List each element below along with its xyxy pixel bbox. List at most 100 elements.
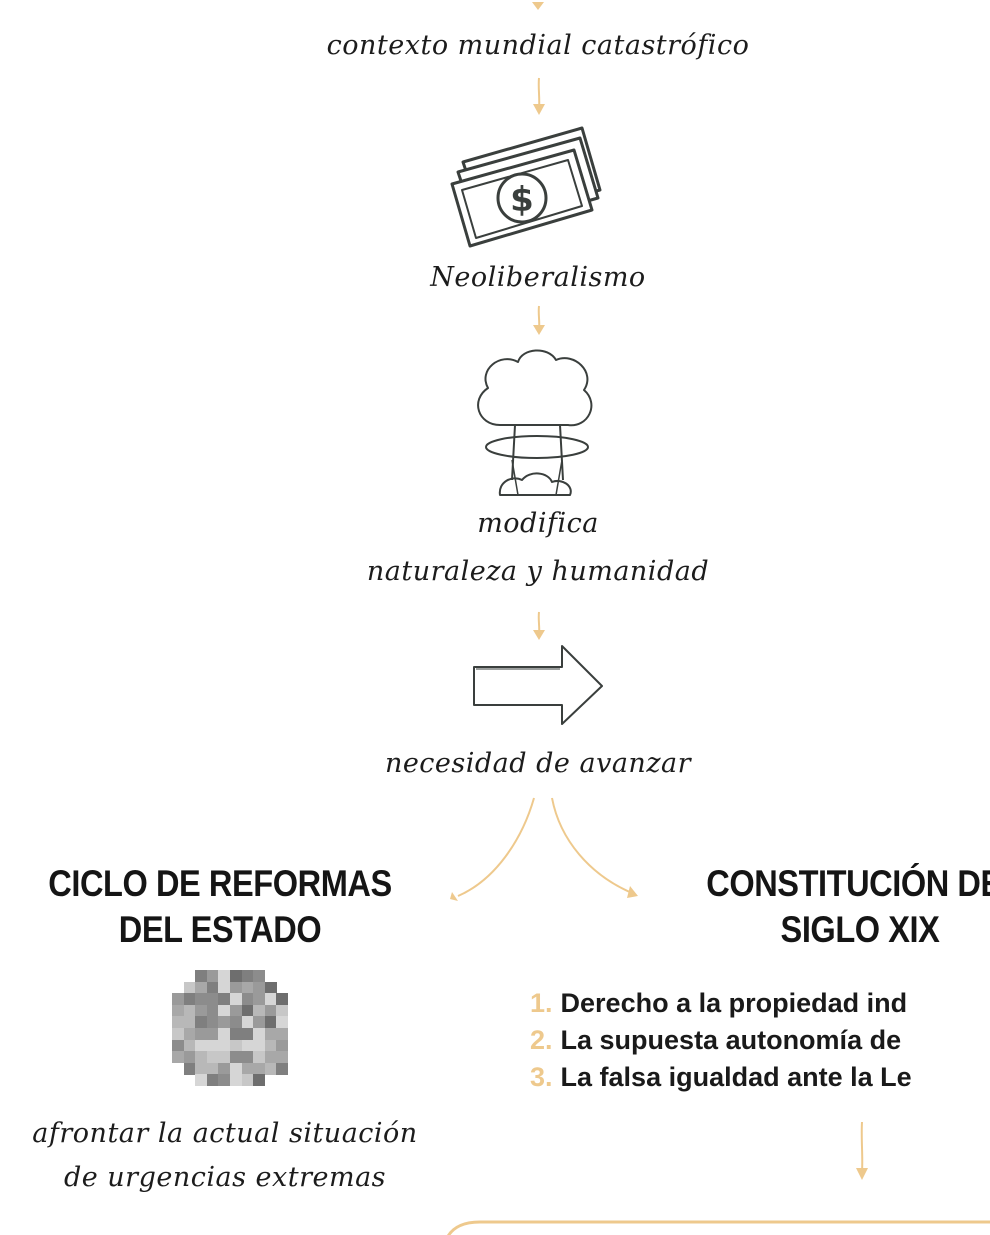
pixel-cell bbox=[230, 1039, 242, 1052]
pixel-cell bbox=[230, 993, 242, 1006]
pixel-cell bbox=[218, 993, 231, 1006]
pixel-cell bbox=[172, 1004, 184, 1017]
pixel-cell bbox=[206, 1074, 219, 1087]
pixel-cell bbox=[241, 970, 254, 982]
heading-ciclo-line1: CICLO DE REFORMAS bbox=[48, 863, 392, 904]
pixel-cell bbox=[230, 1004, 242, 1017]
pixel-cell bbox=[276, 1016, 289, 1029]
principle-item: 1.Derecho a la propiedad ind bbox=[530, 985, 912, 1022]
heading-constitucion-line2: SIGLO XIX bbox=[780, 909, 940, 950]
pixel-cell bbox=[241, 993, 254, 1006]
pixel-cell bbox=[183, 1062, 196, 1075]
pixel-cell bbox=[218, 1004, 231, 1017]
pixel-cell bbox=[253, 1016, 266, 1029]
pixel-cell bbox=[253, 1062, 266, 1075]
connector-split-left bbox=[450, 797, 535, 901]
pixel-cell bbox=[218, 1039, 231, 1052]
pixel-cell bbox=[241, 1074, 254, 1087]
pixel-cell bbox=[253, 1074, 266, 1087]
pixel-cell bbox=[276, 1039, 289, 1052]
connector-contexto-money bbox=[533, 77, 545, 115]
node-contexto: contexto mundial catastrófico bbox=[326, 30, 750, 61]
pixel-cell bbox=[195, 981, 208, 994]
money-bills-icon: $ bbox=[450, 126, 602, 248]
pixel-cell bbox=[264, 1062, 277, 1075]
node-necesidad: necesidad de avanzar bbox=[384, 748, 692, 779]
pixel-cell bbox=[206, 1051, 219, 1064]
pixel-cell bbox=[230, 1028, 242, 1040]
pixel-cell bbox=[183, 1016, 196, 1029]
principle-text: La falsa igualdad ante la Le bbox=[560, 1062, 912, 1092]
pixel-cell bbox=[195, 1004, 208, 1017]
pixel-cell bbox=[206, 1004, 219, 1017]
pixel-cell bbox=[195, 1062, 208, 1075]
pixel-cell bbox=[230, 1062, 242, 1075]
pixel-cell bbox=[206, 1028, 219, 1040]
pixel-cell bbox=[218, 1051, 231, 1064]
pixel-cell bbox=[230, 1074, 242, 1087]
pixel-cell bbox=[230, 981, 242, 994]
pixel-cell bbox=[276, 1004, 289, 1017]
heading-ciclo-line2: DEL ESTADO bbox=[118, 909, 322, 950]
node-afrontar-line2: de urgencias extremas bbox=[63, 1162, 387, 1193]
node-afrontar-line1: afrontar la actual situación bbox=[32, 1118, 418, 1149]
pixel-cell bbox=[241, 981, 254, 994]
pixel-cell bbox=[206, 1039, 219, 1052]
pixel-cell bbox=[183, 1004, 196, 1017]
pixel-cell bbox=[241, 1016, 254, 1029]
pixel-cell bbox=[276, 1028, 289, 1040]
pixel-cell bbox=[276, 1062, 289, 1075]
pixel-cell bbox=[195, 993, 208, 1006]
pixel-cell bbox=[195, 1074, 208, 1087]
pixel-cell bbox=[264, 1016, 277, 1029]
top-connector bbox=[532, 2, 544, 10]
node-naturaleza: naturaleza y humanidad bbox=[366, 556, 710, 587]
pixel-cell bbox=[172, 1016, 184, 1029]
svg-text:$: $ bbox=[510, 180, 534, 220]
pixel-cell bbox=[218, 1028, 231, 1040]
pixel-cell bbox=[218, 1016, 231, 1029]
principle-item: 3.La falsa igualdad ante la Le bbox=[530, 1059, 912, 1096]
pixel-cell bbox=[206, 970, 219, 982]
pixel-cell bbox=[206, 1016, 219, 1029]
pixel-cell bbox=[264, 1051, 277, 1064]
right-arrow-icon bbox=[473, 645, 603, 725]
pixel-cell bbox=[183, 981, 196, 994]
pixel-cell bbox=[276, 1051, 289, 1064]
pixel-cell bbox=[230, 1016, 242, 1029]
pixel-cell bbox=[253, 993, 266, 1006]
pixel-cell bbox=[230, 1051, 242, 1064]
pixel-cell bbox=[264, 1004, 277, 1017]
pixel-cell bbox=[195, 1051, 208, 1064]
principle-text: La supuesta autonomía de bbox=[560, 1025, 902, 1055]
pixel-cell bbox=[195, 1016, 208, 1029]
pixel-cell bbox=[264, 993, 277, 1006]
connector-split-right bbox=[551, 797, 638, 898]
pixel-cell bbox=[253, 1028, 266, 1040]
pixel-cell bbox=[241, 1004, 254, 1017]
pixel-cell bbox=[218, 970, 231, 982]
heading-constitucion-line1: CONSTITUCIÓN DE bbox=[706, 863, 990, 904]
pixel-cell bbox=[253, 1039, 266, 1052]
pixel-cell bbox=[241, 1051, 254, 1064]
principles-list: 1.Derecho a la propiedad ind 2.La supues… bbox=[530, 985, 912, 1096]
pixel-cell bbox=[172, 1028, 184, 1040]
pixel-cell bbox=[264, 1039, 277, 1052]
pixel-cell bbox=[230, 970, 242, 982]
pixel-cell bbox=[218, 1062, 231, 1075]
pixel-cell bbox=[183, 1039, 196, 1052]
principle-text: Derecho a la propiedad ind bbox=[560, 988, 908, 1018]
principle-number: 1. bbox=[530, 988, 553, 1018]
pixel-cell bbox=[276, 993, 289, 1006]
pixel-cell bbox=[206, 981, 219, 994]
pixel-cell bbox=[183, 1051, 196, 1064]
bottom-box bbox=[446, 1220, 990, 1235]
pixel-cell bbox=[183, 1028, 196, 1040]
pixel-cell bbox=[195, 970, 208, 982]
pixel-cell bbox=[264, 1028, 277, 1040]
connector-neoliberalismo-cloud bbox=[533, 305, 545, 335]
node-modifica: modifica bbox=[477, 508, 599, 539]
principle-number: 2. bbox=[530, 1025, 553, 1055]
connector-modifica-arrow bbox=[533, 611, 545, 640]
